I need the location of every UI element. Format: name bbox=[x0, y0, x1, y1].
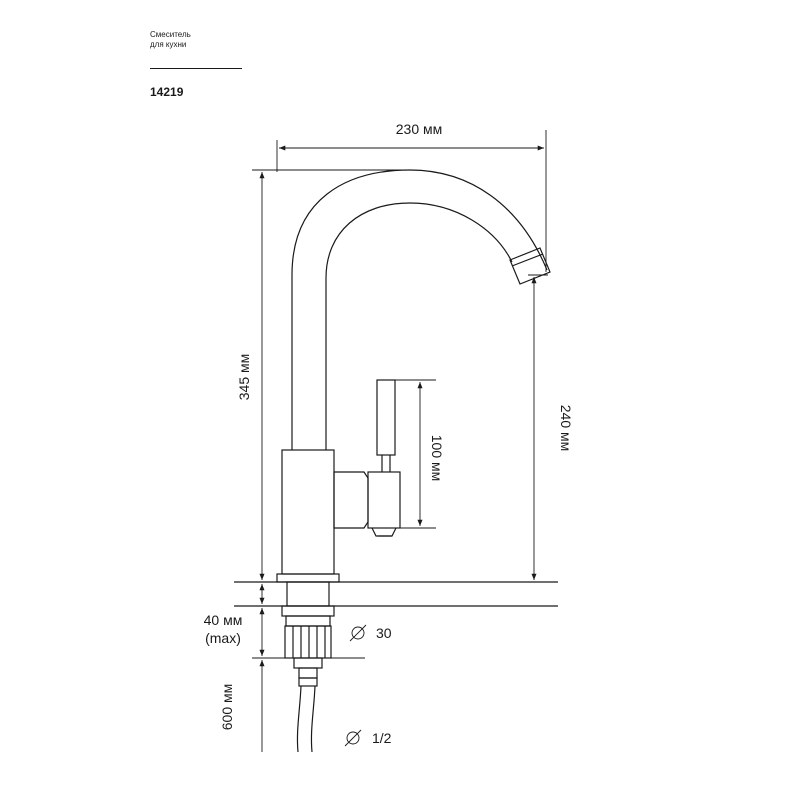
label-diameter-body: 30 bbox=[376, 625, 392, 641]
flex-hose-right bbox=[310, 685, 316, 753]
mount-washer bbox=[281, 605, 335, 617]
label-spout-height: 240 мм bbox=[558, 405, 574, 452]
hose-fitting bbox=[293, 657, 323, 669]
mount-nut bbox=[284, 625, 332, 659]
spout-outer-contour bbox=[291, 169, 548, 450]
handle-lever-base bbox=[367, 471, 401, 529]
drawing-header: Смеситель для кухни 14219 bbox=[150, 30, 260, 99]
label-mount-max: (max) bbox=[205, 630, 241, 646]
label-width: 230 мм bbox=[396, 121, 443, 137]
handle-lever bbox=[376, 379, 396, 456]
product-title-line2: для кухни bbox=[150, 40, 187, 49]
mount-shank bbox=[286, 581, 330, 607]
aerator-tip bbox=[509, 247, 551, 285]
label-handle-length: 100 мм bbox=[429, 435, 445, 482]
label-diameter-hose: 1/2 bbox=[372, 730, 392, 746]
diameter-symbol-hose bbox=[346, 731, 360, 745]
flex-hose-left bbox=[296, 685, 302, 753]
product-title-line1: Смеситель bbox=[150, 30, 191, 39]
model-number: 14219 bbox=[150, 85, 184, 99]
label-mount-thickness: 40 мм bbox=[204, 612, 243, 628]
cartridge-housing bbox=[333, 471, 369, 529]
base-ring bbox=[276, 573, 340, 583]
faucet-body bbox=[281, 449, 335, 575]
label-hose-length: 600 мм bbox=[219, 684, 235, 731]
spout-inner-contour bbox=[325, 202, 513, 450]
header-rule bbox=[150, 68, 242, 69]
label-height: 345 мм bbox=[236, 354, 252, 401]
diameter-symbol-body bbox=[351, 626, 365, 640]
